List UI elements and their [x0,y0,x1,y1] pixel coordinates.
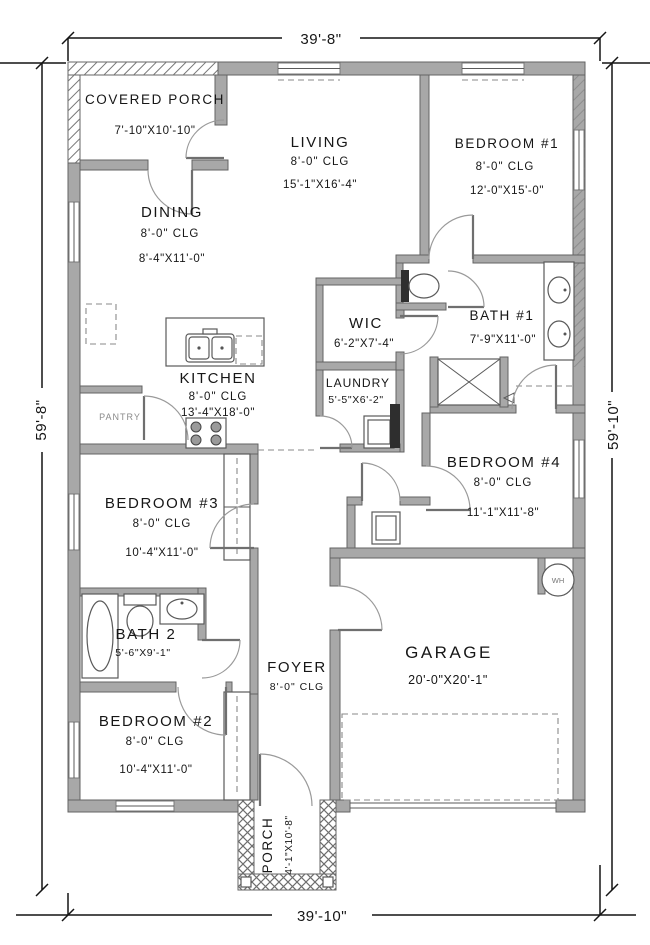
porch-post [322,876,334,888]
room-clg-bedroom3: 8'-0" CLG [133,518,192,530]
room-clg-bedroom1: 8'-0" CLG [476,161,535,173]
faucet [202,328,218,335]
vanity-bath1 [543,261,575,361]
room-size-kitchen: 13'-4"X18'-0" [181,407,255,419]
room-size-dining: 8'-4"X11'-0" [139,253,205,265]
room-label-bedroom2: BEDROOM #2 [99,713,213,730]
garage-door-dashed [341,713,559,801]
water-heater-garage: WH [541,563,575,597]
porch-post [240,876,252,888]
room-size-wic: 6'-2"X7'-4" [334,338,394,350]
room-size-bedroom4: 11'-1"X11'-8" [467,507,539,519]
fixtures: WH [81,261,575,801]
room-label-bath2: BATH 2 [115,626,176,643]
tub-bath2 [81,593,119,679]
room-clg-dining: 8'-0" CLG [141,228,200,240]
room-size-bedroom3: 10'-4"X11'-0" [125,547,198,559]
room-clg-kitchen: 8'-0" CLG [189,391,248,403]
room-size-living: 15'-1"X16'-4" [283,179,357,191]
room-label-covered-porch: COVERED PORCH [85,92,225,107]
room-label-porch: PORCH [260,817,275,874]
vanity-bath2 [159,593,205,625]
exterior-walls [67,61,586,813]
room-size-bedroom2: 10'-4"X11'-0" [119,764,192,776]
room-label-wic: WIC [349,315,383,332]
water-heater-label: WH [552,576,565,585]
refrigerator [85,303,117,345]
dim-left: 59'-8" [33,399,50,440]
room-clg-bedroom2: 8'-0" CLG [126,736,185,748]
room-label-pantry: PANTRY [99,412,141,422]
room-clg-living: 8'-0" CLG [291,156,350,168]
water-heater-closet [371,511,401,545]
toilet-bath2 [123,593,157,637]
dishwasher [235,335,263,365]
room-label-garage: GARAGE [405,643,493,662]
room-size-garage: 20'-0"X20'-1" [408,673,488,687]
room-label-bedroom3: BEDROOM #3 [105,495,219,512]
covered-porch-hatch-wall [68,62,218,75]
room-label-bedroom4: BEDROOM #4 [447,454,561,471]
room-size-bath2: 5'-6"X9'-1" [115,647,170,659]
doors [142,119,558,807]
washer [363,404,400,449]
room-size-covered-porch: 7'-10"X10'-10" [114,125,195,137]
room-label-dining: DINING [141,204,203,221]
room-label-bath1: BATH #1 [470,308,535,323]
room-size-bedroom1: 12'-0"X15'-0" [470,185,544,197]
room-clg-bedroom4: 8'-0" CLG [474,477,533,489]
shower-bath1 [437,358,515,406]
room-label-laundry: LAUNDRY [326,376,390,390]
room-label-kitchen: KITCHEN [179,370,256,387]
room-clg-foyer: 8'-0" CLG [270,681,324,693]
dim-top: 39'-8" [300,31,341,48]
room-label-foyer: FOYER [267,659,327,676]
room-size-bath1: 7'-9"X11'-0" [470,334,536,346]
toilet-bath1 [401,270,440,302]
closet-bed2 [223,691,251,801]
dim-bottom: 39'-10" [297,908,347,925]
room-size-porch: 4'-1"X10'-8" [284,815,295,874]
room-labels: COVERED PORCH 7'-10"X10'-10" LIVING 8'-0… [85,92,561,875]
front-porch [237,799,337,891]
room-size-laundry: 5'-5"X6'-2" [328,394,383,406]
dimension-annotations: 39'-8" 39'-10" 59'-8" 59'-10" [0,31,650,925]
windows [68,62,585,812]
dim-right: 59'-10" [605,400,622,450]
room-label-living: LIVING [291,134,350,151]
room-label-bedroom1: BEDROOM #1 [455,136,560,151]
range [185,417,227,449]
